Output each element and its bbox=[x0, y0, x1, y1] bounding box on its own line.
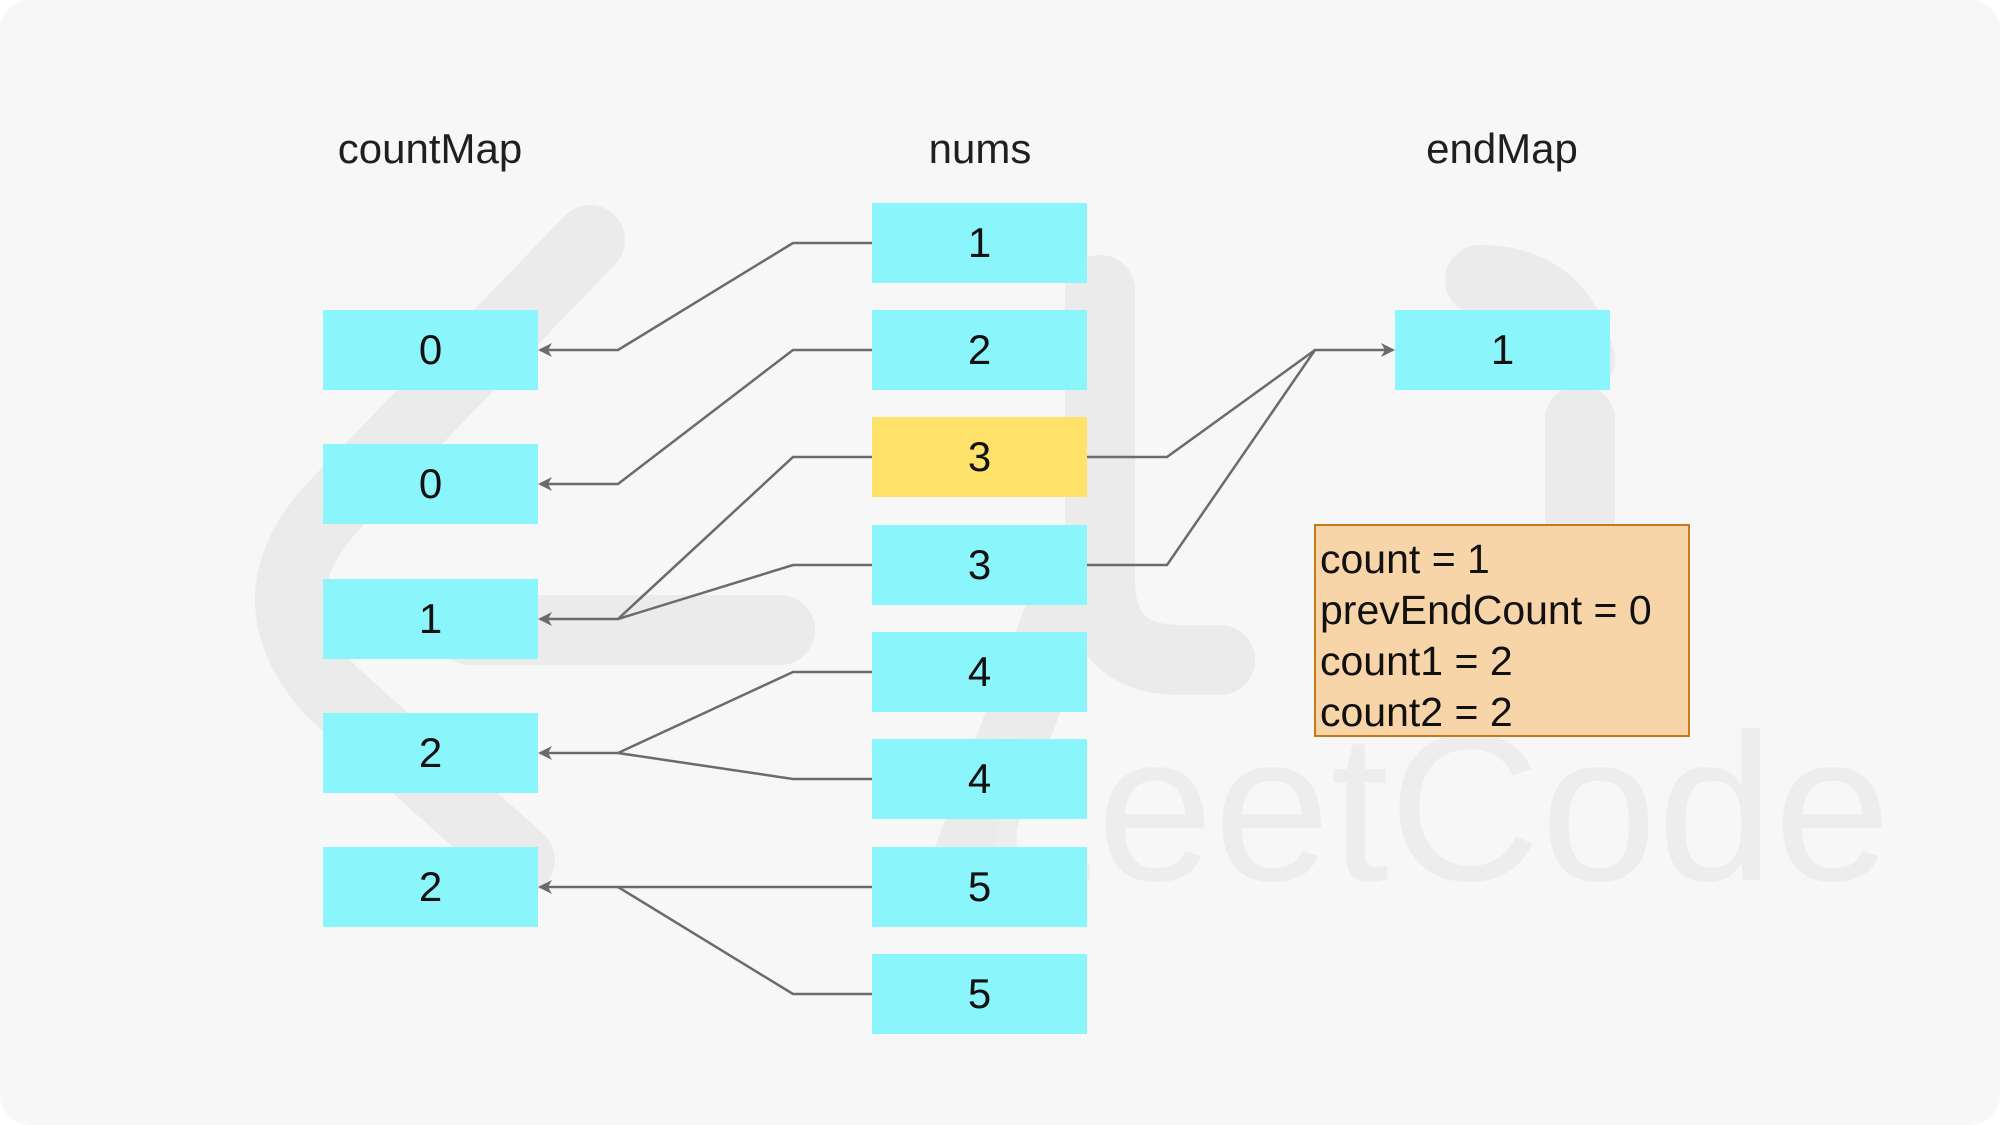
line-nums3b-to-count2 bbox=[617, 563, 872, 621]
countmap-cell-4: 2 bbox=[323, 847, 538, 927]
endmap-cell-0: 1 bbox=[1395, 310, 1610, 390]
countmap-title: countMap bbox=[337, 125, 523, 172]
arrow-nums2-to-count1 bbox=[538, 348, 872, 491]
nums-cell-1: 2 bbox=[872, 310, 1087, 390]
state-box: count = 1 prevEndCount = 0 count1 = 2 co… bbox=[1314, 524, 1690, 737]
state-count1: count1 = 2 bbox=[1320, 638, 1513, 684]
countmap-cell-3: 2 bbox=[323, 713, 538, 793]
nums-title: nums bbox=[928, 125, 1032, 172]
line-nums5b-to-count4 bbox=[617, 885, 872, 996]
arrow-nums1-to-count0 bbox=[538, 241, 872, 357]
countmap-cell-2: 1 bbox=[323, 579, 538, 659]
state-prev-end-count: prevEndCount = 0 bbox=[1320, 587, 1652, 633]
state-count2: count2 = 2 bbox=[1320, 689, 1513, 735]
line-nums4b-to-count3 bbox=[617, 751, 872, 781]
arrow-nums3a-to-end0 bbox=[1087, 343, 1395, 459]
arrow-nums4a-to-count3 bbox=[538, 670, 872, 760]
nums-cell-0: 1 bbox=[872, 203, 1087, 283]
nums-cell-2-highlighted: 3 bbox=[872, 417, 1087, 497]
arrow-nums3a-to-count2 bbox=[538, 455, 872, 626]
countmap-cell-0: 0 bbox=[323, 310, 538, 390]
nums-cell-7: 5 bbox=[872, 954, 1087, 1034]
nums-cell-4: 4 bbox=[872, 632, 1087, 712]
line-nums3b-to-end0 bbox=[1087, 349, 1317, 567]
countmap-cell-1: 0 bbox=[323, 444, 538, 524]
nums-cell-5: 4 bbox=[872, 739, 1087, 819]
endmap-title: endMap bbox=[1426, 125, 1578, 172]
nums-cell-3: 3 bbox=[872, 525, 1087, 605]
state-count: count = 1 bbox=[1320, 536, 1490, 582]
nums-cell-6: 5 bbox=[872, 847, 1087, 927]
